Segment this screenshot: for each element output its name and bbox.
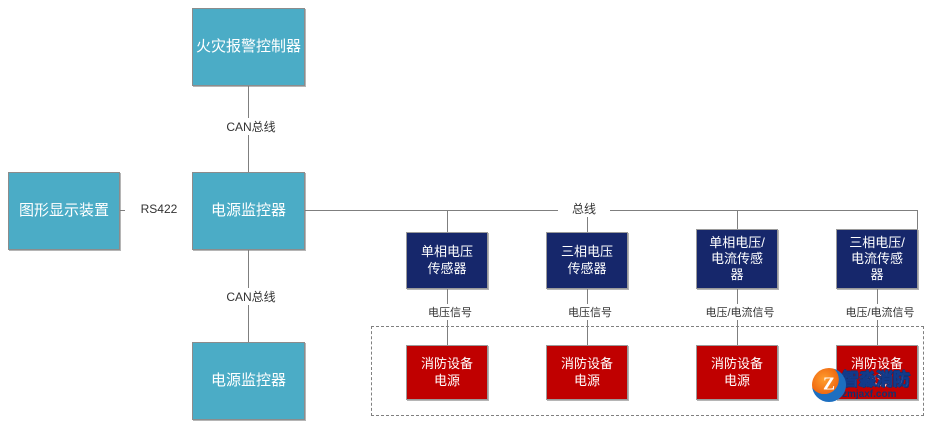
label-signal-4: 电压/电流信号 [830, 304, 930, 320]
label-signal-3: 电压/电流信号 [690, 304, 790, 320]
node-fire-alarm-controller[interactable]: 火灾报警控制器 [192, 8, 305, 86]
node-sensor-three-phase-voltage[interactable]: 三相电压 传感器 [546, 232, 628, 289]
node-equipment-power-4[interactable]: 消防设备 电源 [836, 345, 918, 400]
label-signal-2: 电压信号 [552, 304, 628, 320]
equipment-power-group-region [371, 326, 924, 416]
label-signal-1: 电压信号 [412, 304, 488, 320]
connector-bus-drop-1 [447, 210, 448, 252]
label-can-bus-top: CAN总线 [211, 118, 291, 135]
connector-main-bus [305, 210, 918, 211]
node-equipment-power-1[interactable]: 消防设备 电源 [406, 345, 488, 400]
label-main-bus: 总线 [558, 200, 610, 217]
connector-bus-drop-2 [587, 210, 588, 252]
node-equipment-power-2[interactable]: 消防设备 电源 [546, 345, 628, 400]
node-sensor-three-phase-voltage-current[interactable]: 三相电压/ 电流传感 器 [836, 229, 918, 289]
label-rs422: RS422 [125, 202, 193, 216]
node-sensor-single-phase-voltage[interactable]: 单相电压 传感器 [406, 232, 488, 289]
node-power-monitor-secondary[interactable]: 电源监控器 [192, 342, 305, 420]
node-sensor-single-phase-voltage-current[interactable]: 单相电压/ 电流传感 器 [696, 229, 778, 289]
node-power-monitor-main[interactable]: 电源监控器 [192, 172, 305, 250]
node-equipment-power-3[interactable]: 消防设备 电源 [696, 345, 778, 400]
label-can-bus-bottom: CAN总线 [211, 288, 291, 305]
node-graphic-display-device[interactable]: 图形显示装置 [8, 172, 120, 250]
